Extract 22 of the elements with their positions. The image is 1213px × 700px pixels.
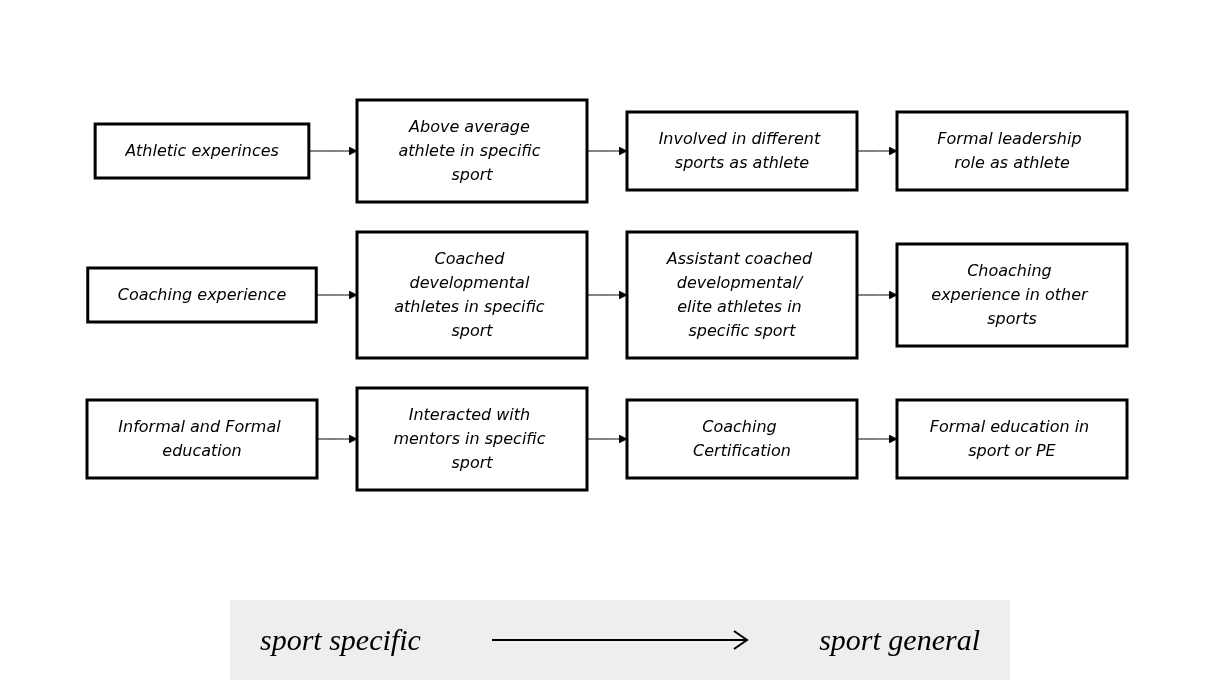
- scale-label: sport specific: [260, 623, 421, 657]
- arrow: [586, 146, 627, 156]
- node-box: Formal leadership role as athlete: [895, 110, 1128, 192]
- scale-label: sport general: [819, 623, 980, 657]
- arrow: [856, 434, 897, 444]
- arrow: [856, 146, 897, 156]
- arrow: [586, 290, 627, 300]
- arrow: [856, 290, 897, 300]
- node-box: Coached developmental athletes in specific sport: [355, 230, 588, 360]
- arrow: [586, 434, 627, 444]
- node-box: Coaching experience: [85, 266, 318, 324]
- arrow: [315, 290, 357, 300]
- arrow: [316, 434, 357, 444]
- node-box: Above average athlete in specific sport: [355, 98, 588, 204]
- node-box: Athletic experinces: [93, 122, 310, 180]
- node-box: Informal and Formal education: [85, 398, 318, 480]
- node-box: Interacted with mentors in specific sport: [355, 386, 588, 492]
- node-box: Choaching experience in other sports: [895, 242, 1128, 348]
- node-box: Involved in different sports as athlete: [625, 110, 858, 192]
- node-box: Assistant coached developmental/ elite athletes in specific sport: [625, 230, 858, 360]
- node-box: Formal education in sport or PE: [895, 398, 1128, 480]
- node-box: Coaching Certification: [625, 398, 858, 480]
